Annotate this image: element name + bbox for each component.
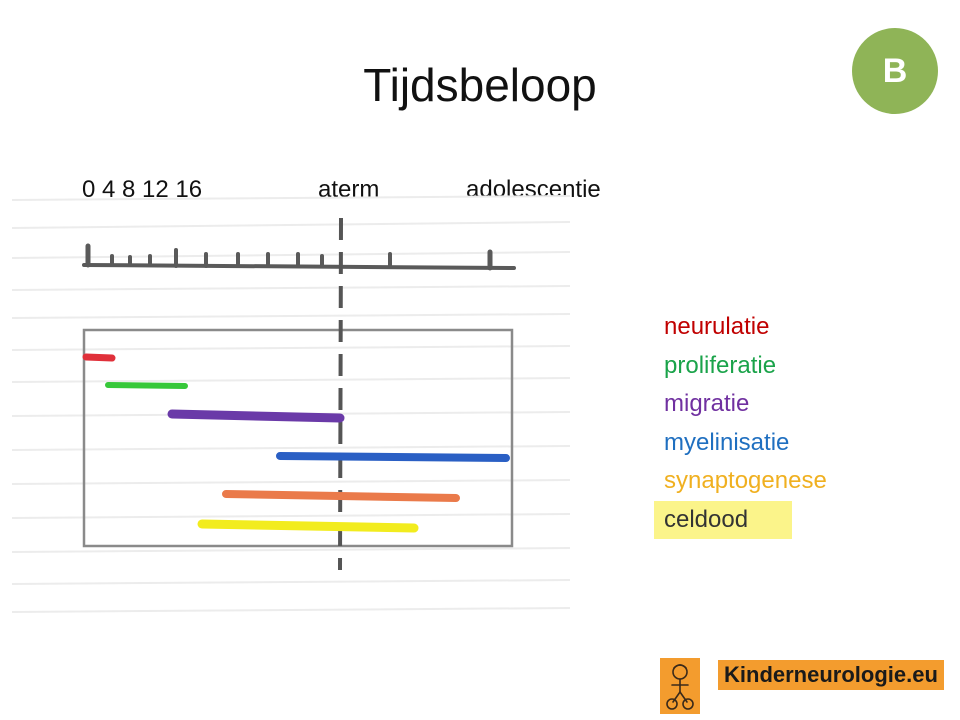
bar-celdood — [197, 519, 419, 533]
term-marker-line — [338, 217, 343, 571]
legend-item-myelinisatie: myelinisatie — [664, 428, 790, 456]
timeline-axis — [82, 243, 516, 271]
legend: neurulatie proliferatie migratie myelini… — [654, 308, 827, 539]
bar-proliferatie — [105, 382, 188, 389]
legend-item-migratie: migratie — [664, 390, 750, 417]
section-badge: B — [852, 28, 938, 114]
legend-item-celdood: celdood — [654, 500, 792, 539]
legend-item-neurulatie: neurulatie — [664, 313, 770, 340]
page-title: Tijdsbeloop — [363, 59, 597, 111]
legend-item-synaptogenese: synaptogenese — [664, 467, 827, 494]
legend-item-proliferatie: proliferatie — [664, 351, 777, 379]
process-box — [82, 328, 514, 548]
bar-myelinisatie — [276, 452, 510, 462]
sketch-background-hatching — [11, 195, 571, 613]
axis-label-adolescence: adolescentie — [466, 176, 601, 203]
bar-neurulatie — [82, 353, 116, 362]
brand-logo-icon — [660, 658, 700, 714]
bar-migratie — [167, 409, 345, 423]
bar-synaptogenese — [222, 490, 460, 502]
brand-label[interactable]: Kinderneurologie.eu — [718, 660, 944, 690]
